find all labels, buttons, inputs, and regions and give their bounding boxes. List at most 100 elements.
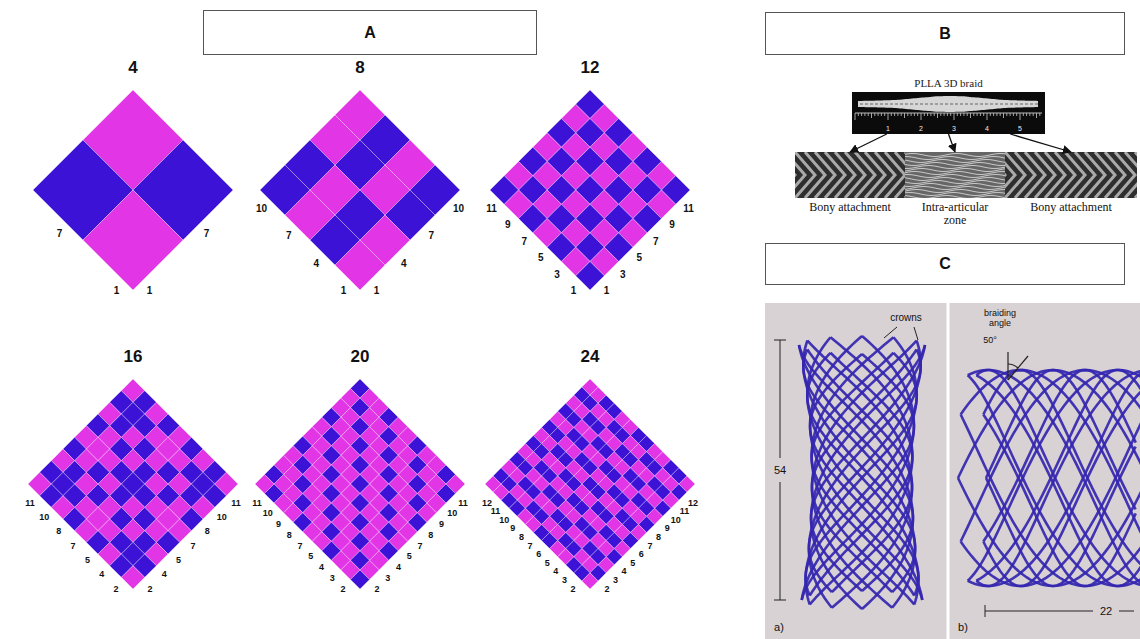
photo-ground bbox=[765, 303, 1140, 639]
fiber-line bbox=[905, 157, 1005, 160]
yarn-number: 7 bbox=[522, 235, 528, 248]
zoom-image: Bony attachment bbox=[795, 152, 905, 198]
braid-strand bbox=[806, 337, 917, 595]
subfigure-letter: b) bbox=[958, 620, 968, 634]
yarn-number: 2 bbox=[374, 584, 379, 595]
yarn-number: 3 bbox=[613, 575, 618, 586]
zone-label: Bony attachment bbox=[809, 201, 891, 214]
ruler-tick bbox=[901, 113, 902, 116]
ruler-tick bbox=[934, 113, 935, 116]
zone-label: Bony attachment bbox=[1030, 201, 1112, 214]
ruler-tick bbox=[855, 113, 856, 120]
ruler-tick bbox=[871, 113, 872, 118]
yarn-number: 9 bbox=[665, 523, 670, 534]
panel-header-box: B bbox=[765, 12, 1125, 55]
yarn-number: 11 bbox=[680, 506, 690, 517]
ruler-tick bbox=[1010, 113, 1011, 116]
ruler-number: 2 bbox=[919, 124, 923, 133]
yarn-number: 9 bbox=[505, 218, 511, 231]
weave-pattern-diamond: 4 bbox=[33, 90, 233, 290]
yarn-number: 10 bbox=[256, 202, 267, 215]
yarn-number: 9 bbox=[276, 519, 281, 530]
braid-photo: PLLA 3D braid bbox=[852, 92, 1045, 134]
fiber-line bbox=[905, 178, 1005, 181]
weave-diamond-shape bbox=[33, 90, 233, 290]
yarn-number: 10 bbox=[453, 202, 464, 215]
ruler-tick bbox=[921, 113, 922, 120]
panel-letter: B bbox=[939, 25, 951, 43]
dimension-segment bbox=[985, 611, 1093, 612]
ruler-tick bbox=[963, 113, 964, 116]
braid-strand bbox=[799, 345, 913, 609]
braid-strand bbox=[811, 345, 925, 591]
ruler-tick bbox=[937, 113, 938, 118]
weave-diamond-shape bbox=[490, 90, 690, 290]
ruler-tick bbox=[858, 113, 859, 116]
pattern-count: 16 bbox=[28, 347, 238, 367]
fiber-line bbox=[905, 196, 1005, 198]
ruler-tick bbox=[1026, 113, 1027, 116]
yarn-number: 8 bbox=[205, 526, 210, 537]
yarn-number: 8 bbox=[656, 532, 661, 543]
dimension-value: 54 bbox=[774, 463, 786, 477]
weave-diamond-shape bbox=[260, 90, 460, 290]
yarn-number: 4 bbox=[319, 562, 324, 573]
dimension-segment bbox=[780, 340, 781, 458]
ruler-tick bbox=[864, 113, 865, 116]
fiber-line bbox=[905, 187, 1005, 190]
weave-pattern-diamond: 24 bbox=[485, 379, 695, 589]
yarn-number: 2 bbox=[147, 584, 152, 595]
yarn-number: 7 bbox=[528, 541, 533, 552]
fiber-line bbox=[905, 169, 1005, 172]
braid-strand bbox=[958, 370, 1140, 509]
ruler-tick bbox=[897, 113, 898, 116]
ruler-tick bbox=[1000, 113, 1001, 116]
ruler-tick bbox=[954, 113, 955, 120]
weave-grid bbox=[28, 379, 238, 589]
dimension-line bbox=[985, 605, 1134, 617]
angle-arc bbox=[1008, 364, 1018, 368]
dimension-tick bbox=[774, 600, 786, 601]
ruler-tick bbox=[868, 113, 869, 116]
ruler-tick bbox=[907, 113, 908, 116]
braid-strand bbox=[961, 415, 1140, 586]
yarn-stripe bbox=[1135, 152, 1137, 198]
ruler-tick bbox=[960, 113, 961, 116]
ruler-tick bbox=[917, 113, 918, 116]
dimension-tick bbox=[985, 605, 986, 617]
photo-title: PLLA 3D braid bbox=[852, 77, 1045, 90]
yarn-number: 2 bbox=[114, 584, 119, 595]
zoom-arrow bbox=[1010, 134, 1071, 152]
annotation: crowns bbox=[890, 311, 922, 324]
dimension-line bbox=[774, 340, 786, 600]
yarn-number: 7 bbox=[647, 541, 652, 552]
yarn-number: 10 bbox=[499, 515, 509, 526]
yarn-number: 10 bbox=[39, 512, 49, 523]
pattern-count: 4 bbox=[33, 58, 233, 78]
yarn-number: 10 bbox=[217, 512, 227, 523]
zoom-image: Intra-articular zone bbox=[905, 152, 1005, 198]
ruler-tick bbox=[957, 113, 958, 116]
ruler-tick bbox=[891, 113, 892, 116]
ruler-tick bbox=[1016, 113, 1017, 116]
ruler-tick bbox=[977, 113, 978, 116]
zoom-arrow bbox=[949, 134, 956, 152]
yarn-number: 1 bbox=[147, 284, 153, 297]
ruler-tick bbox=[894, 113, 895, 116]
braid-strand bbox=[961, 392, 1140, 586]
yarn-number: 11 bbox=[486, 202, 497, 215]
angle-value: 50° bbox=[983, 335, 997, 346]
yarn-number: 11 bbox=[458, 498, 468, 509]
yarn-number: 8 bbox=[56, 526, 61, 537]
yarn-number: 2 bbox=[341, 584, 346, 595]
ruler-number: 1 bbox=[886, 124, 890, 133]
weave-diamond-shape bbox=[485, 379, 695, 589]
yarn-number: 10 bbox=[671, 515, 681, 526]
weave-diamond-shape bbox=[255, 379, 465, 589]
ruler-tick bbox=[996, 113, 997, 116]
yarn-number: 1 bbox=[114, 284, 120, 297]
yarn-number: 5 bbox=[538, 251, 544, 264]
ruler-number: 5 bbox=[1018, 124, 1022, 133]
ruler-tick bbox=[1023, 113, 1024, 116]
